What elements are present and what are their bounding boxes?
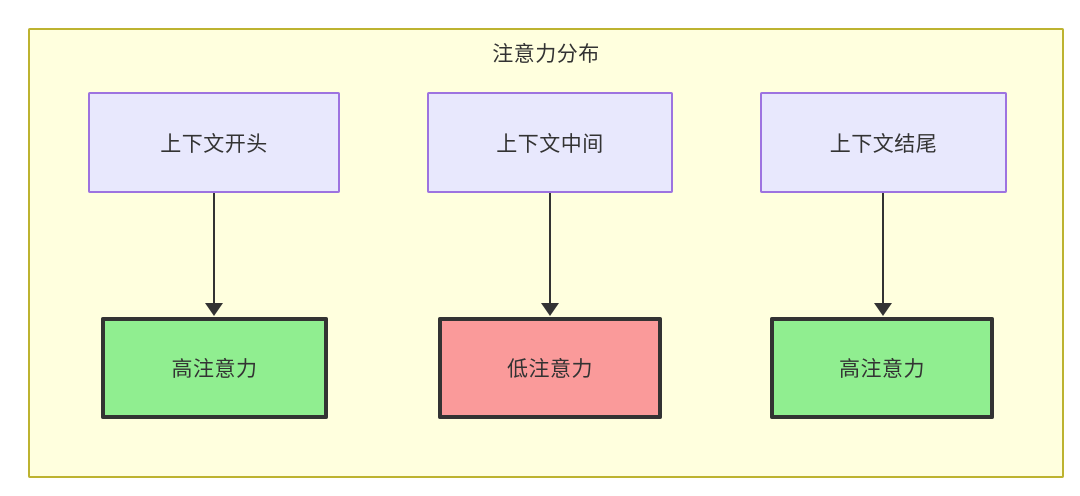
node-context-start[interactable]: 上下文开头 [88, 92, 340, 193]
edge-context-middle-to-low-attention [549, 193, 551, 305]
node-label: 上下文开头 [160, 132, 268, 156]
node-low-attention-middle[interactable]: 低注意力 [438, 317, 662, 419]
node-high-attention-end[interactable]: 高注意力 [770, 317, 994, 419]
node-label: 高注意力 [839, 358, 925, 381]
node-high-attention-start[interactable]: 高注意力 [101, 317, 328, 419]
edge-context-start-to-high-attention [213, 193, 215, 305]
node-context-end[interactable]: 上下文结尾 [760, 92, 1007, 193]
subgraph-title: 注意力分布 [492, 43, 600, 66]
arrow-head-icon [205, 303, 223, 316]
node-label: 低注意力 [507, 358, 593, 381]
arrow-head-icon [874, 303, 892, 316]
node-context-middle[interactable]: 上下文中间 [427, 92, 673, 193]
node-label: 上下文中间 [496, 132, 604, 156]
arrow-head-icon [541, 303, 559, 316]
node-label: 高注意力 [171, 358, 258, 381]
edge-context-end-to-high-attention [882, 193, 884, 305]
node-label: 上下文结尾 [829, 132, 938, 156]
